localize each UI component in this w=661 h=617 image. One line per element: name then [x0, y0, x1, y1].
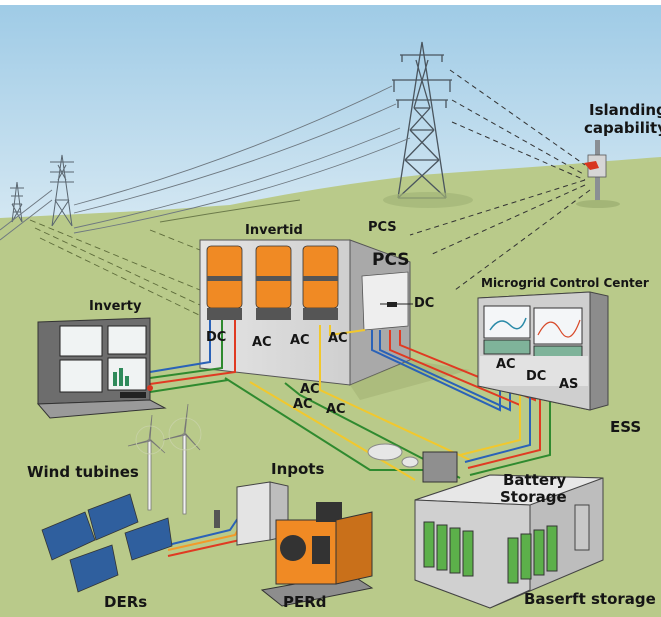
inverter-ac-label-3: AC — [328, 331, 348, 346]
mcc-ac-label: AC — [496, 357, 516, 372]
wind-turbines — [127, 403, 202, 515]
generator — [260, 502, 374, 607]
battery-modules-left — [423, 521, 474, 577]
container-door[interactable] — [574, 504, 590, 551]
pcs-dc-label: DC — [414, 296, 435, 311]
inverter-ac-label-1: AC — [252, 335, 272, 350]
pylon-mid — [50, 154, 74, 227]
microgrid-control-center[interactable] — [477, 291, 609, 411]
ground-ac-label-3: AC — [326, 402, 346, 417]
rocks — [367, 443, 419, 468]
inverter-dc-label: DC — [206, 330, 227, 345]
baserft-storage-label: Baserft storage — [524, 590, 656, 608]
mcc-dc-label: DC — [526, 369, 547, 384]
operator-console[interactable] — [36, 317, 167, 419]
islanding-switch[interactable] — [576, 140, 620, 208]
junction-box — [422, 451, 458, 483]
perd-label: PERd — [283, 593, 327, 611]
solar-panels — [41, 493, 173, 593]
ess-label: ESS — [610, 418, 642, 436]
inverter-unit-3[interactable] — [302, 245, 339, 320]
battery-storage-container[interactable] — [414, 474, 604, 609]
inverter-unit-1[interactable] — [206, 245, 243, 320]
battery-storage-label-line1: Battery — [503, 471, 567, 489]
inpots-label: Inpots — [271, 460, 325, 478]
inverty-label: Inverty — [89, 299, 142, 314]
islanding-label-line2: capability — [584, 119, 661, 137]
power-lines — [0, 85, 411, 241]
dashed-lines-islanding — [409, 69, 591, 291]
ground-ac-label-2: AC — [293, 397, 313, 412]
pylon-shadow — [383, 192, 473, 208]
dashed-lines-ground — [29, 219, 231, 331]
ground-ac-label-1: AC — [300, 382, 320, 397]
invertid-label: Invertid — [245, 223, 303, 238]
pcs-top-label: PCS — [368, 220, 397, 235]
pcs-box-label: PCS — [372, 250, 410, 270]
wind-turbines-label: Wind tubines — [27, 463, 139, 481]
battery-modules-right — [507, 525, 558, 584]
islanding-label-line1: Islanding — [589, 101, 661, 119]
pcs-box[interactable] — [361, 271, 413, 331]
inverter-unit-2[interactable] — [255, 245, 292, 320]
hill-line — [159, 199, 301, 223]
mcc-as-label: AS — [559, 377, 579, 392]
ders-label: DERs — [104, 593, 148, 611]
pylon-far — [10, 181, 24, 223]
inverter-ac-label-2: AC — [290, 333, 310, 348]
battery-storage-label-line2: Storage — [500, 488, 567, 506]
microgrid-control-center-label: Microgrid Control Center — [481, 276, 649, 290]
